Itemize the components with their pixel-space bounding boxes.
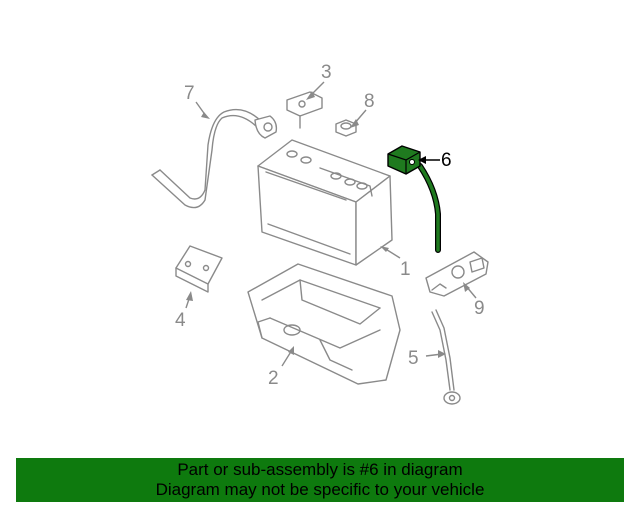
callout-7: 7 bbox=[184, 83, 195, 104]
banner-line-disclaimer: Diagram may not be specific to your vehi… bbox=[155, 480, 485, 499]
callout-5: 5 bbox=[408, 348, 419, 369]
part-2-tray bbox=[247, 263, 401, 385]
part-8-nut bbox=[335, 119, 357, 137]
part-3-bracket bbox=[286, 91, 323, 129]
part-4-pad bbox=[175, 245, 223, 293]
callout-2: 2 bbox=[268, 368, 279, 389]
callout-1: 1 bbox=[400, 259, 411, 280]
leader-lines bbox=[185, 81, 477, 367]
part-7-cable bbox=[151, 108, 278, 209]
parts-diagram: 1 2 3 4 5 6 7 8 9 bbox=[151, 62, 489, 405]
part-1-battery bbox=[257, 139, 393, 266]
callout-3: 3 bbox=[321, 62, 332, 83]
part-9-bracket bbox=[425, 251, 489, 297]
callout-9: 9 bbox=[474, 298, 485, 319]
callout-8: 8 bbox=[364, 91, 375, 112]
callout-4: 4 bbox=[175, 310, 186, 331]
part-5-rod bbox=[431, 309, 461, 405]
banner-line-part: Part or sub-assembly is #6 in diagram bbox=[177, 460, 463, 479]
info-banner: Part or sub-assembly is #6 in diagram Di… bbox=[16, 458, 624, 502]
callout-6: 6 bbox=[441, 150, 452, 171]
part-6-terminal-cable bbox=[387, 145, 441, 253]
